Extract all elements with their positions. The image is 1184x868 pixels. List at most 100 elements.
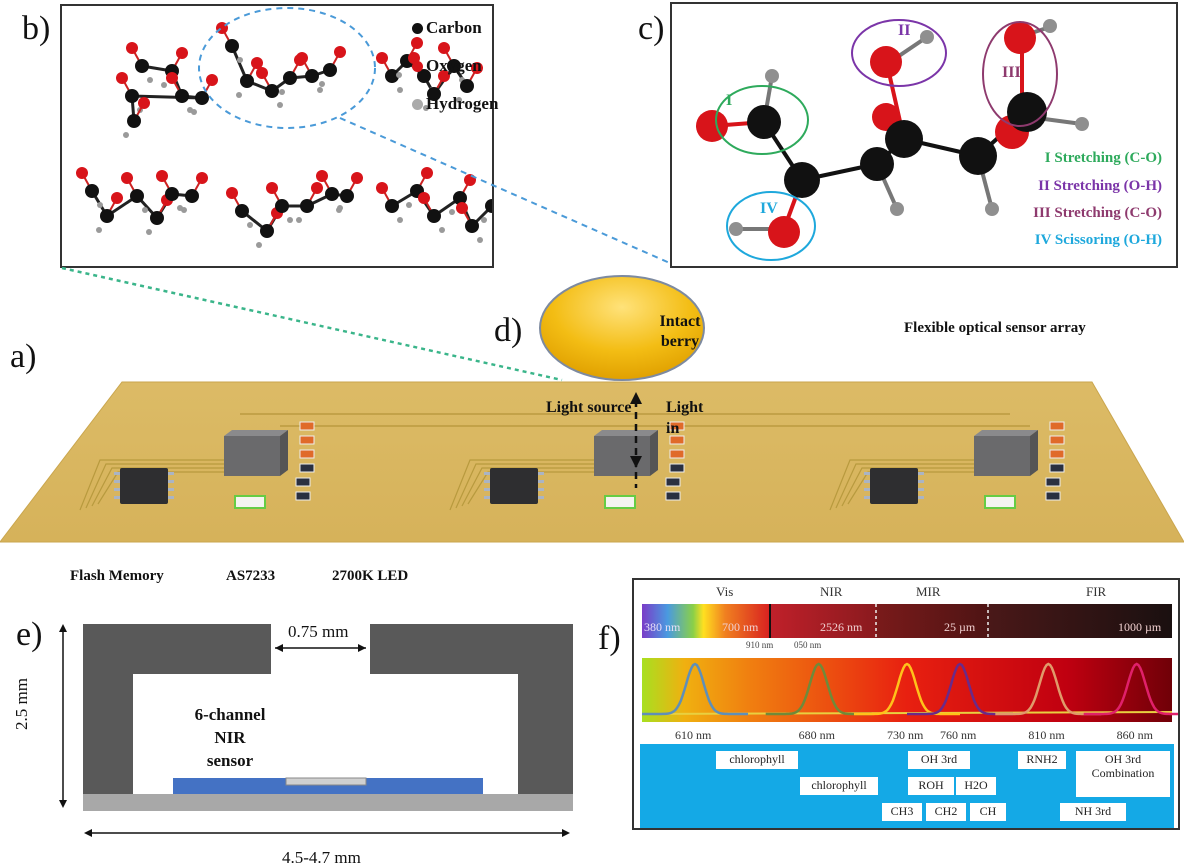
legend-label: Carbon <box>426 18 482 37</box>
hydrogen-atom <box>277 102 283 108</box>
carbon-atom <box>130 189 144 203</box>
carbon-atom <box>447 59 461 73</box>
annotated-molecule <box>696 19 1089 261</box>
light-in-label: Light in <box>666 399 704 437</box>
hydrogen-atom <box>256 242 262 248</box>
oxygen-atom <box>251 57 263 69</box>
carbon-atom <box>305 69 319 83</box>
molecule <box>376 167 492 243</box>
label-as7233: AS7233 <box>226 568 276 584</box>
channel-curve-860 <box>1083 662 1178 716</box>
molecule <box>226 170 363 248</box>
passive-component <box>295 477 311 487</box>
channel-label-680: 680 nm <box>798 728 835 742</box>
led-2700k <box>234 495 266 509</box>
passive-component <box>299 421 315 431</box>
oxygen-atom <box>126 42 138 54</box>
led-2700k <box>604 495 636 509</box>
width-label: 4.5-4.7 mm <box>282 848 361 867</box>
sensor-window <box>285 777 367 786</box>
carbon-atom-icon <box>412 22 423 34</box>
passive-component <box>1049 449 1065 459</box>
carbon-atom <box>275 199 289 213</box>
oxygen-atom <box>456 202 468 214</box>
oxygen-atom <box>376 52 388 64</box>
nir-end-label: 2526 nm <box>820 620 863 634</box>
carbon-atom <box>185 189 199 203</box>
em-spectrum-bar <box>642 604 1172 638</box>
passive-component <box>669 449 685 459</box>
carbon-atom <box>325 187 339 201</box>
hydrogen-atom <box>142 207 148 213</box>
hydrogen-atom <box>423 105 429 111</box>
molecule <box>376 37 483 111</box>
hydrogen-atom <box>406 202 412 208</box>
passive-component <box>1045 477 1061 487</box>
passive-component <box>299 449 315 459</box>
height-label: 2.5 mm <box>12 678 31 730</box>
vibration-IV: IV Scissoring (O-H) <box>1034 232 1162 248</box>
sensor-label-line: NIR <box>214 727 246 747</box>
absorber-ch3: CH3 <box>882 803 922 821</box>
flash-memory-chip <box>870 468 918 504</box>
molecule <box>116 42 218 138</box>
spectrum-start-label: 380 nm <box>644 620 681 634</box>
carbon-atom <box>265 84 279 98</box>
passive-component <box>669 435 685 445</box>
carbon-atom <box>385 199 399 213</box>
hydrogen-atom <box>236 92 242 98</box>
oxygen-atom <box>421 167 433 179</box>
panel-d-berry <box>539 275 705 381</box>
carbon-atom <box>427 87 441 101</box>
passive-component <box>295 491 311 501</box>
hydrogen-atom <box>319 81 325 87</box>
band-nir-label: NIR <box>820 584 843 599</box>
sensor-node <box>829 421 1065 511</box>
hydrogen-atom <box>439 227 445 233</box>
channel-label-760: 760 nm <box>940 728 977 742</box>
panel-label-d: d) <box>494 312 523 349</box>
panel-label-e: e) <box>16 616 43 653</box>
hydrogen-atom <box>191 109 197 115</box>
aperture-label: 0.75 mm <box>288 622 349 641</box>
carbon-atom <box>225 39 239 53</box>
panel-c-vibrations: I II III IV I Stretching (C-O) II Stretc… <box>670 2 1178 268</box>
arrow-down-icon <box>630 456 642 468</box>
group-ellipse-II <box>851 19 947 87</box>
group-ellipse-III <box>982 21 1058 127</box>
hydrogen-atom <box>287 217 293 223</box>
panel-e-cross-section <box>59 624 573 837</box>
oxygen-atom <box>156 170 168 182</box>
oxygen-atom <box>138 97 150 109</box>
hydrogen-atom <box>456 97 462 103</box>
passive-component <box>1049 463 1065 473</box>
channel-response-chart <box>641 658 1178 722</box>
light-source-label: Light source <box>546 399 632 416</box>
absorber-oh-3rd: OH 3rd <box>908 751 970 769</box>
oxygen-atom <box>111 192 123 204</box>
zoom-ellipse <box>198 7 376 129</box>
oxygen-atom <box>334 46 346 58</box>
molecule <box>76 167 208 235</box>
sensor-array-title: Flexible optical sensor array <box>904 320 1086 336</box>
channel-label-730: 730 nm <box>887 728 924 742</box>
oxygen-atom <box>116 72 128 84</box>
berry-label: Intact berry <box>659 313 701 350</box>
carbon-atom <box>235 204 249 218</box>
carbon-atom <box>460 79 474 93</box>
as7233-chip <box>974 436 1030 476</box>
vis-end-label: 700 nm <box>722 620 759 634</box>
hydrogen-atom <box>296 217 302 223</box>
legend-carbon: Carbon <box>412 18 482 38</box>
hydrogen-atom <box>449 209 455 215</box>
oxygen-atom-icon <box>412 60 423 72</box>
passive-component <box>1045 491 1061 501</box>
carbon-atom <box>165 187 179 201</box>
absorber-ch: CH <box>970 803 1006 821</box>
passive-component <box>299 435 315 445</box>
carbon-atom <box>150 211 164 225</box>
oxygen-atom <box>471 62 483 74</box>
oxygen-atom <box>296 52 308 64</box>
passive-component <box>1049 421 1065 431</box>
hydrogen-atom <box>247 222 253 228</box>
